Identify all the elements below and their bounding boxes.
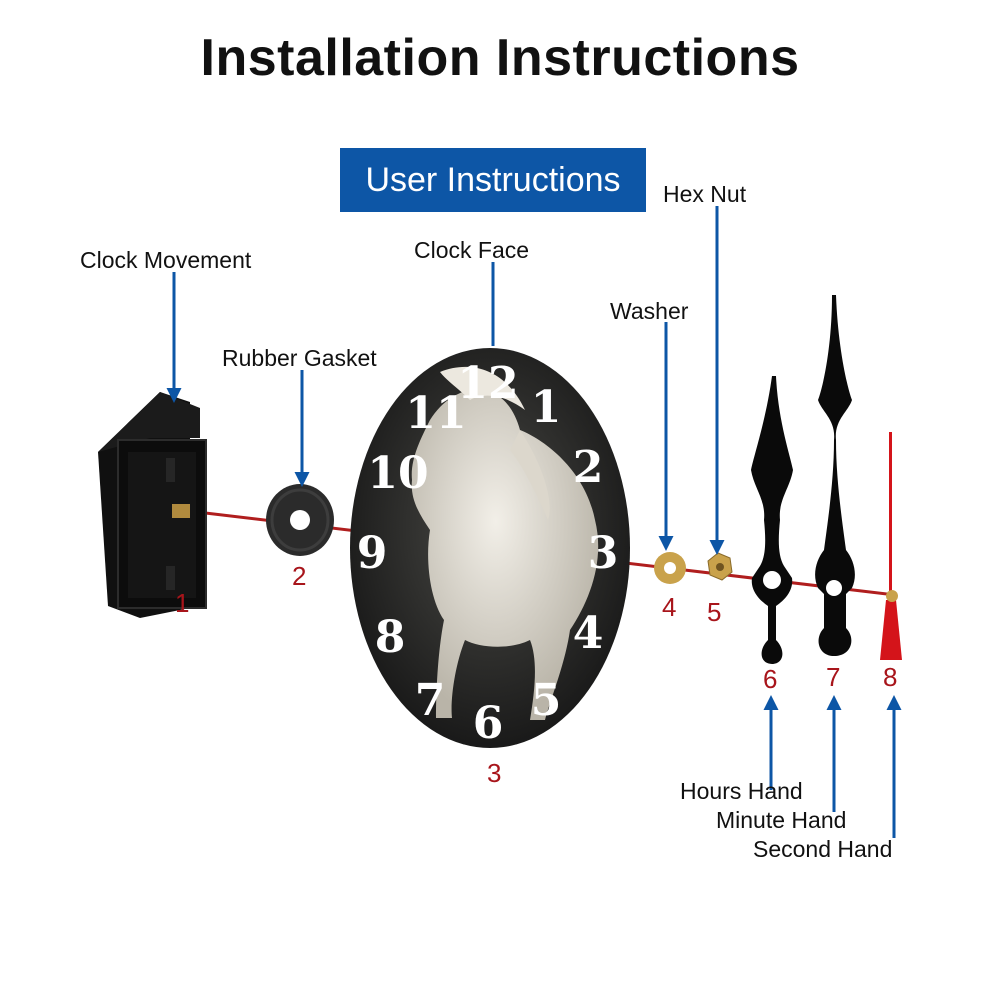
face-numeral-1: 1 bbox=[531, 382, 562, 433]
number-5: 5 bbox=[707, 597, 722, 627]
page-title: Installation Instructions bbox=[200, 29, 800, 87]
face-numeral-6: 6 bbox=[473, 698, 504, 749]
face-numeral-8: 8 bbox=[375, 612, 406, 663]
label-second-hand: Second Hand bbox=[753, 836, 893, 862]
rubber-gasket-icon bbox=[266, 484, 334, 556]
face-numeral-9: 9 bbox=[357, 528, 388, 579]
face-numeral-11: 11 bbox=[405, 388, 466, 439]
label-clock-face: Clock Face bbox=[414, 237, 530, 263]
number-8: 8 bbox=[883, 662, 898, 692]
clock-movement-icon bbox=[98, 392, 207, 618]
user-instructions-badge: User Instructions bbox=[340, 148, 646, 212]
label-hours-hand: Hours Hand bbox=[680, 778, 803, 804]
face-numeral-5: 5 bbox=[531, 675, 562, 726]
minute-hand-icon bbox=[815, 295, 855, 656]
face-numeral-10: 10 bbox=[367, 448, 428, 499]
number-6: 6 bbox=[763, 664, 778, 694]
second-hand-icon bbox=[880, 432, 902, 660]
label-rubber-gasket: Rubber Gasket bbox=[222, 345, 377, 371]
face-numeral-2: 2 bbox=[573, 442, 604, 493]
number-3: 3 bbox=[487, 758, 502, 788]
label-washer: Washer bbox=[610, 298, 689, 324]
number-2: 2 bbox=[292, 561, 307, 591]
face-numeral-4: 4 bbox=[573, 608, 604, 659]
face-numeral-12: 12 bbox=[457, 358, 518, 409]
number-4: 4 bbox=[662, 592, 677, 622]
number-7: 7 bbox=[826, 662, 841, 692]
label-clock-movement: Clock Movement bbox=[80, 247, 252, 273]
face-numeral-3: 3 bbox=[588, 528, 619, 579]
hour-hand-icon bbox=[751, 376, 793, 664]
clock-face-icon: 12 1 2 3 4 5 6 7 8 9 10 11 bbox=[350, 348, 630, 749]
washer-icon bbox=[654, 552, 686, 584]
label-hex-nut: Hex Nut bbox=[663, 181, 747, 207]
face-numeral-7: 7 bbox=[415, 675, 446, 726]
label-minute-hand: Minute Hand bbox=[716, 807, 847, 833]
number-1: 1 bbox=[175, 588, 190, 618]
